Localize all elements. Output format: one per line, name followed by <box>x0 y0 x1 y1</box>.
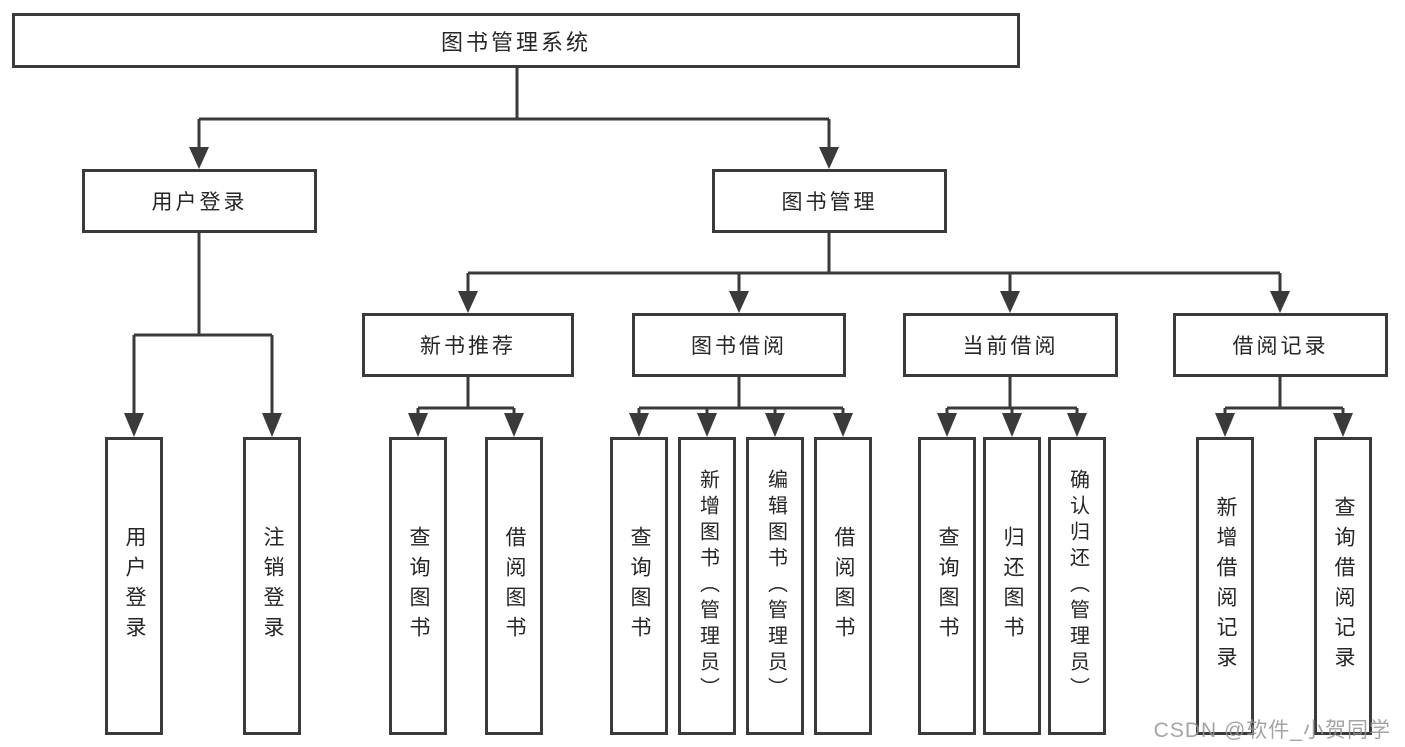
connector-user-login-children <box>124 233 282 437</box>
leaf-add-book-admin-label: 新增图书（管理员） <box>696 469 719 703</box>
node-user-login-label: 用户登录 <box>151 191 248 214</box>
leaf-query-book-current-label: 查询图书 <box>936 526 960 646</box>
leaf-add-borrow-record: 新增借阅记录 <box>1196 437 1254 735</box>
node-root-label: 图书管理系统 <box>440 29 591 55</box>
leaf-query-book-borrow-label: 查询图书 <box>628 526 652 646</box>
leaf-query-book-current: 查询图书 <box>918 437 976 735</box>
node-current-borrow: 当前借阅 <box>903 313 1118 377</box>
leaf-query-book-borrow: 查询图书 <box>610 437 668 735</box>
leaf-user-login-label: 用户登录 <box>123 526 147 646</box>
connector-new-book-children <box>408 377 524 437</box>
node-current-borrow-label: 当前借阅 <box>962 335 1059 358</box>
leaf-query-book-recommend-label: 查询图书 <box>407 526 431 646</box>
leaf-user-login: 用户登录 <box>105 437 163 735</box>
leaf-return-book: 归还图书 <box>983 437 1041 735</box>
leaf-add-book-admin: 新增图书（管理员） <box>678 437 736 735</box>
leaf-logout: 注销登录 <box>243 437 301 735</box>
leaf-confirm-return-admin: 确认归还（管理员） <box>1048 437 1106 735</box>
node-book-borrow-label: 图书借阅 <box>691 335 787 358</box>
connector-book-manage-sections <box>458 233 1290 313</box>
node-new-book-recommend: 新书推荐 <box>362 313 574 377</box>
leaf-borrow-book: 借阅图书 <box>814 437 872 735</box>
leaf-add-borrow-record-label: 新增借阅记录 <box>1214 496 1238 676</box>
node-book-manage: 图书管理 <box>712 169 947 233</box>
leaf-edit-book-admin: 编辑图书（管理员） <box>746 437 804 735</box>
leaf-borrow-book-label: 借阅图书 <box>832 526 856 646</box>
connector-borrow-records-children <box>1215 377 1353 437</box>
connector-book-borrow-children <box>629 377 853 437</box>
leaf-return-book-label: 归还图书 <box>1001 526 1025 646</box>
node-borrow-records: 借阅记录 <box>1173 313 1388 377</box>
leaf-edit-book-admin-label: 编辑图书（管理员） <box>764 469 787 703</box>
connector-current-borrow-children <box>937 377 1087 437</box>
leaf-borrow-book-recommend: 借阅图书 <box>485 437 543 735</box>
leaf-query-borrow-record: 查询借阅记录 <box>1314 437 1372 735</box>
leaf-borrow-book-recommend-label: 借阅图书 <box>503 526 527 646</box>
node-book-manage-label: 图书管理 <box>781 191 878 214</box>
leaf-logout-label: 注销登录 <box>261 526 285 646</box>
node-new-book-recommend-label: 新书推荐 <box>420 335 516 358</box>
connector-root-to-level2 <box>189 68 839 169</box>
leaf-query-borrow-record-label: 查询借阅记录 <box>1332 496 1356 676</box>
leaf-query-book-recommend: 查询图书 <box>389 437 447 735</box>
node-borrow-records-label: 借阅记录 <box>1232 335 1329 358</box>
csdn-watermark: CSDN @软件_小贺同学 <box>1153 719 1391 742</box>
leaf-confirm-return-admin-label: 确认归还（管理员） <box>1066 469 1089 703</box>
node-book-borrow: 图书借阅 <box>632 313 846 377</box>
node-user-login: 用户登录 <box>82 169 317 233</box>
node-root: 图书管理系统 <box>12 13 1020 68</box>
